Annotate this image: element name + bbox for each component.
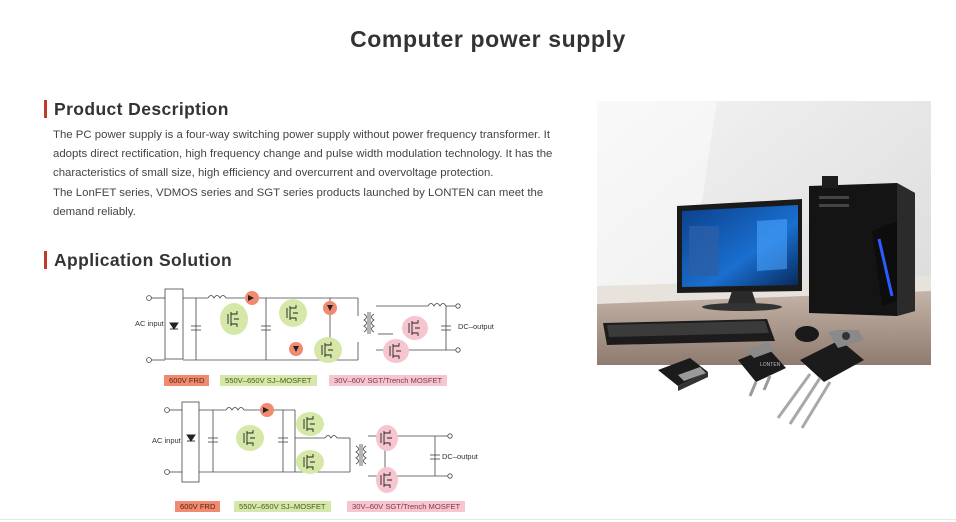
legend-frd: 600V FRD [164, 375, 210, 386]
legend-sj-mosfet: 550V–650V SJ–MOSFET [220, 375, 317, 386]
ac-input-label-2: AC input [152, 436, 181, 445]
legend-frd-2: 600V FRD [175, 501, 221, 512]
computer-photo [597, 101, 931, 365]
product-description-heading: Product Description [44, 100, 229, 118]
circuit-diagram-2: AC input DC–output 600V FRD 550V–650V SJ… [150, 400, 510, 514]
chip-to247 [776, 330, 864, 429]
mosfet-chips-image: LONTEN [658, 330, 864, 429]
legend-sj-mosfet-2: 550V–650V SJ–MOSFET [234, 501, 331, 512]
chip-dpak: LONTEN [738, 342, 786, 397]
circuit-diagram-1: AC input DC–output 600V FRD 550V–650V SJ… [128, 286, 508, 388]
circuit-schematic-2 [164, 401, 453, 493]
legend-sgt-mosfet: 30V–60V SGT/Trench MOSFET [329, 375, 448, 386]
chip-dfn [658, 358, 708, 391]
dc-output-label-2: DC–output [442, 452, 478, 461]
description-paragraph-1: The PC power supply is a four-way switch… [53, 129, 553, 180]
dc-output-label: DC–output [458, 322, 494, 331]
chip-brand-text: LONTEN [760, 362, 781, 368]
footer-divider [0, 519, 956, 520]
legend-sgt-mosfet-2: 30V–60V SGT/Trench MOSFET [347, 501, 466, 512]
page-title: Computer power supply [350, 26, 626, 52]
circuit-schematic-1 [146, 288, 461, 363]
ac-input-label: AC input [135, 319, 164, 328]
description-paragraph-2: The LonFET series, VDMOS series and SGT … [53, 186, 544, 218]
product-description-text: The PC power supply is a four-way switch… [53, 126, 573, 222]
application-solution-heading: Application Solution [44, 251, 232, 269]
